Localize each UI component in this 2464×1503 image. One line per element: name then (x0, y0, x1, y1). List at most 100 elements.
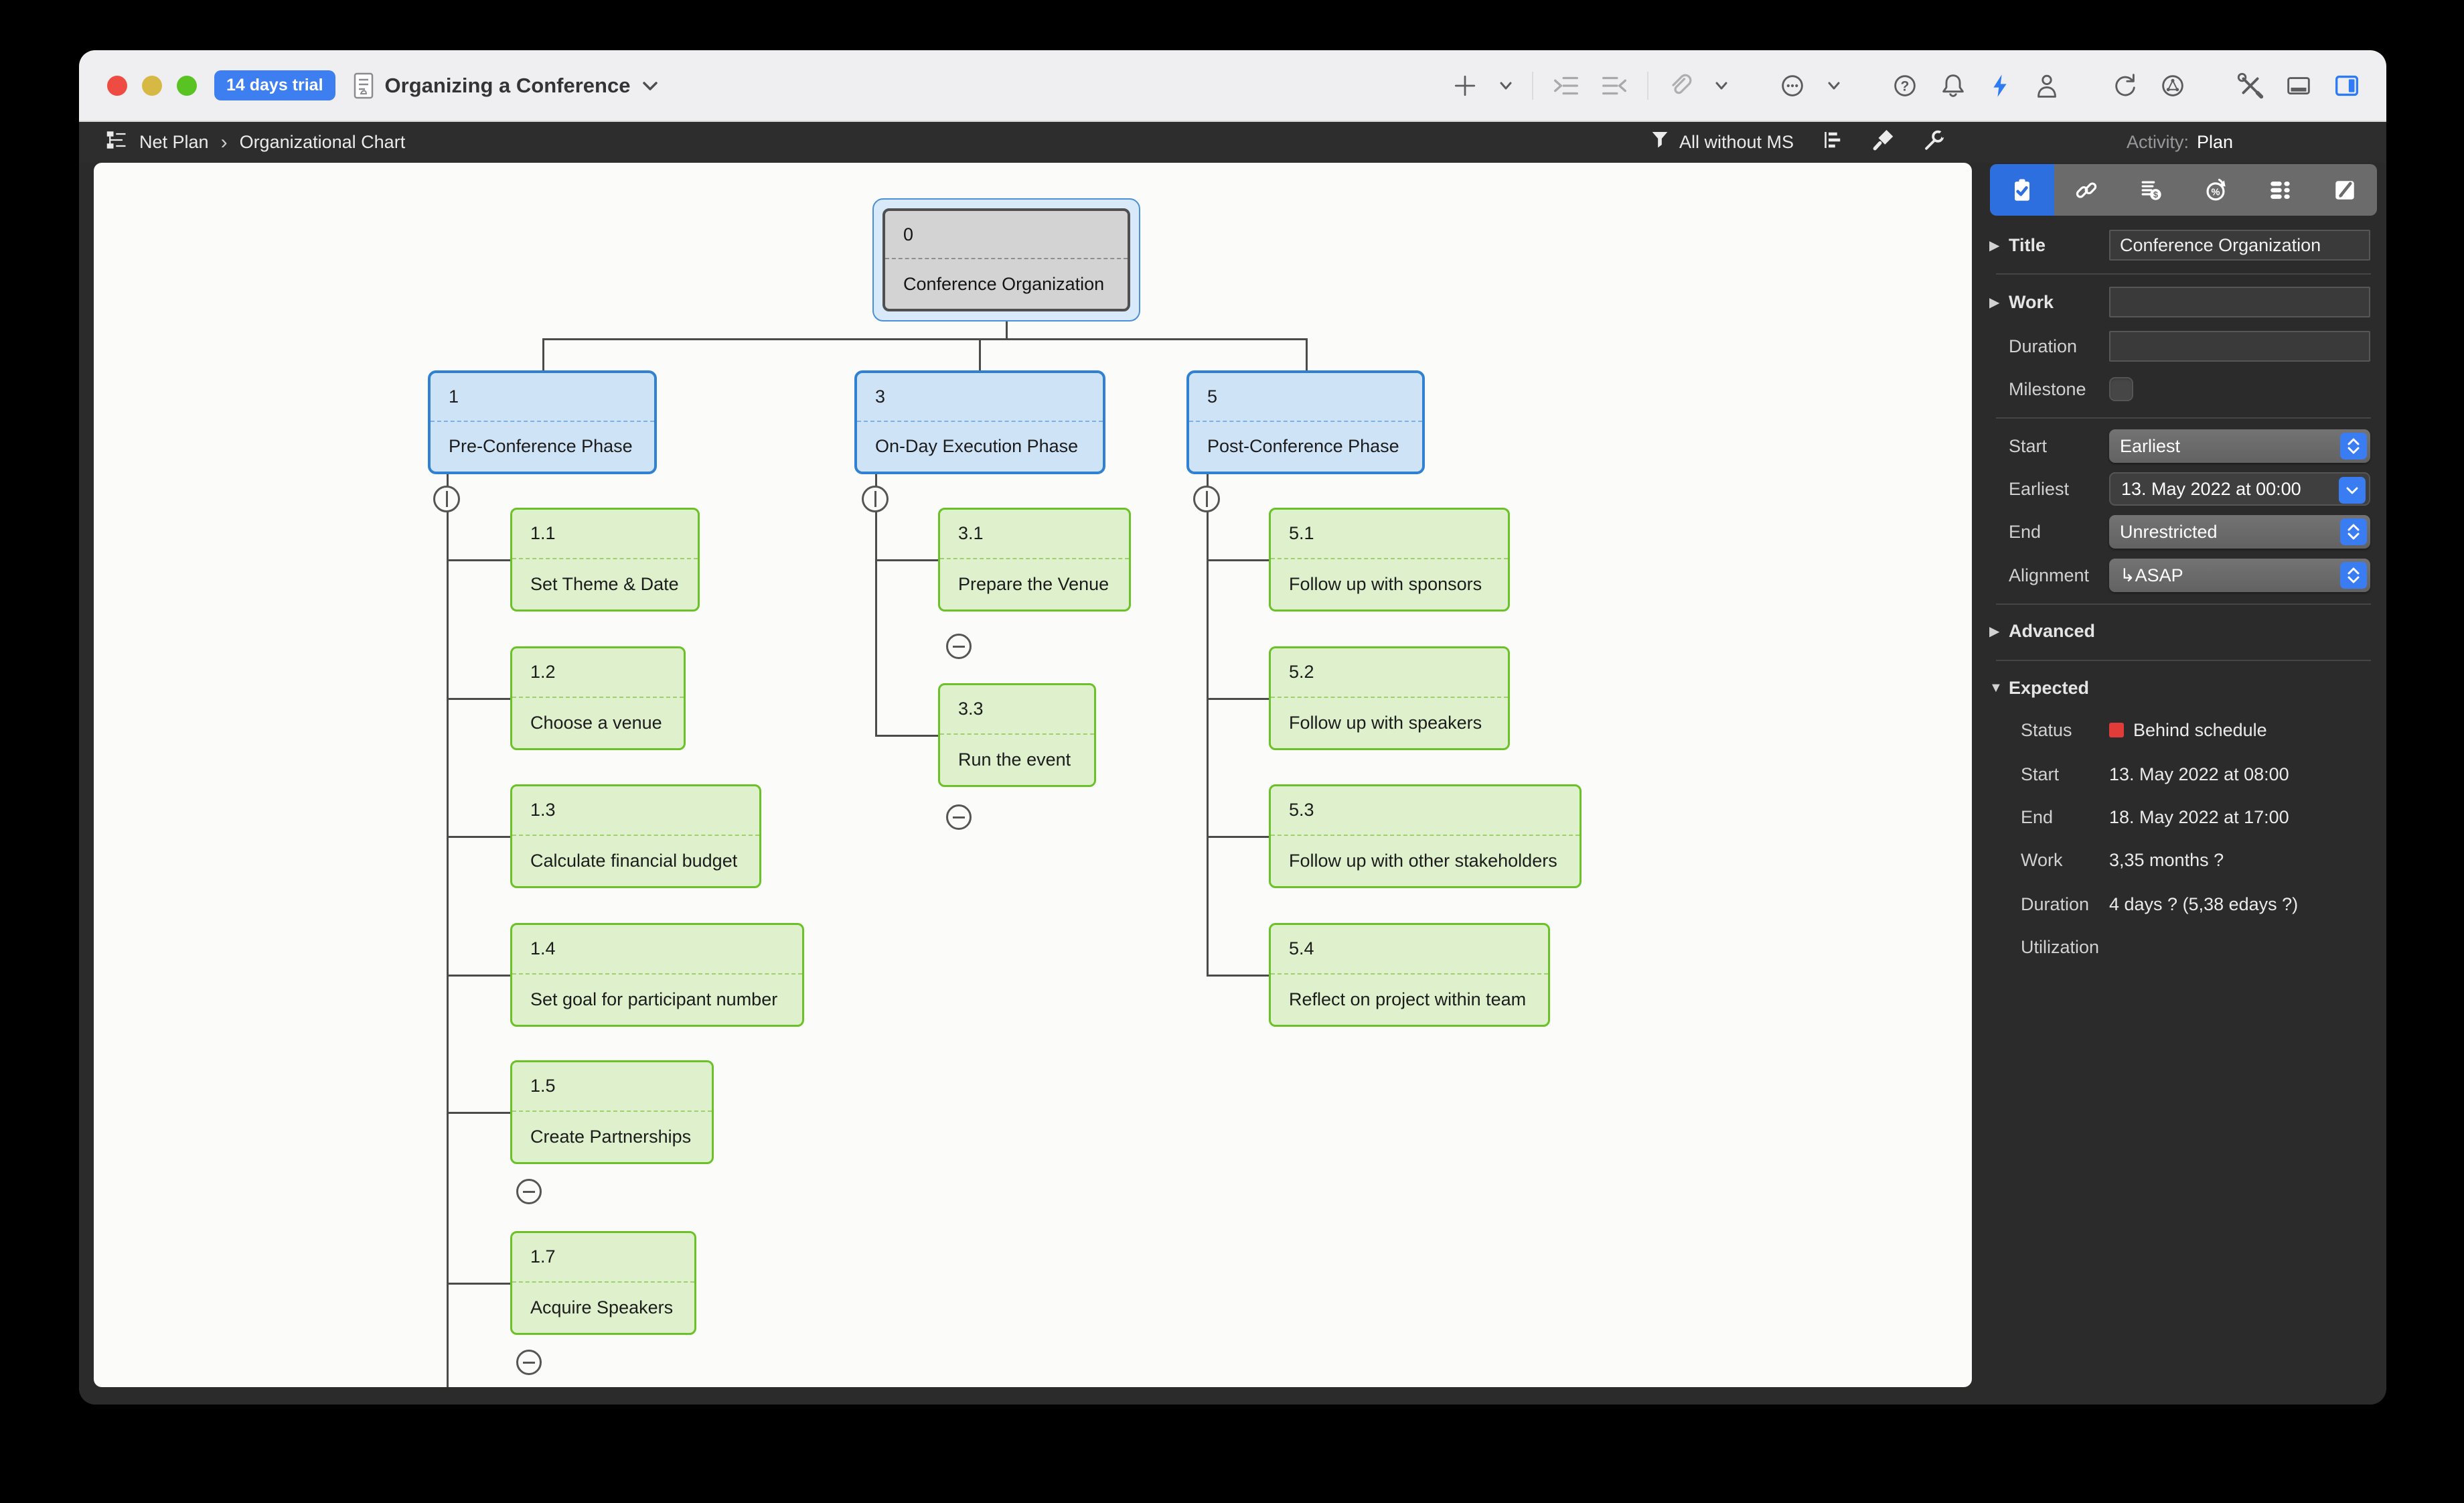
task-node[interactable]: 1.7 Acquire Speakers (510, 1231, 696, 1335)
more-actions-icon[interactable] (1777, 70, 1808, 101)
inspector-row-utilization: Utilization (1972, 931, 2385, 963)
node-title: Acquire Speakers (530, 1297, 674, 1317)
inspector-row-duration: Duration (1972, 330, 2385, 362)
node-number: 0 (885, 211, 1128, 260)
help-icon[interactable]: ? (1890, 70, 1920, 101)
notifications-bell-icon[interactable] (1938, 70, 1969, 101)
alignment-dropdown[interactable]: ↳ASAP (2109, 559, 2370, 592)
document-menu-chevron-icon[interactable] (639, 75, 661, 96)
phase-node[interactable]: 5 Post-Conference Phase (1186, 370, 1425, 474)
task-node[interactable]: 3.1 Prepare the Venue (938, 508, 1131, 612)
settings-wrench-icon[interactable] (1922, 128, 1946, 157)
flash-icon[interactable] (1986, 72, 2014, 100)
expected-end-value: 18. May 2022 at 17:00 (2109, 806, 2289, 827)
activity-value: Plan (2196, 132, 2234, 152)
phase-node[interactable]: 1 Pre-Conference Phase (428, 370, 657, 474)
sync-icon[interactable] (2109, 70, 2140, 101)
node-number: 1.7 (512, 1233, 694, 1283)
attachment-chevron-icon[interactable] (1713, 77, 1730, 94)
task-node[interactable]: 1.4 Set goal for participant number (510, 923, 804, 1027)
stepper-icon[interactable] (2340, 433, 2367, 459)
earliest-date-dropdown[interactable]: 13. May 2022 at 00:00 (2109, 472, 2370, 506)
org-chart-canvas[interactable]: 0 Conference Organization 1 Pre-Conferen… (94, 163, 1972, 1387)
panel-bottom-icon[interactable] (2283, 70, 2314, 101)
selection-highlight: 0 Conference Organization (872, 198, 1140, 321)
outdent-icon[interactable] (1599, 70, 1630, 101)
end-dropdown[interactable]: Unrestricted (2109, 515, 2370, 549)
connector-line (542, 338, 1308, 340)
task-node[interactable]: 5.4 Reflect on project within team (1269, 923, 1550, 1027)
user-icon[interactable] (2031, 70, 2062, 101)
canvas-frame: 0 Conference Organization 1 Pre-Conferen… (79, 163, 1972, 1405)
node-number: 1.1 (512, 510, 698, 559)
node-number: 1 (431, 373, 654, 422)
tab-resources[interactable] (2248, 164, 2312, 216)
zoom-window-button[interactable] (177, 75, 197, 96)
minimize-window-button[interactable] (142, 75, 162, 96)
attachment-icon[interactable] (1666, 71, 1695, 100)
task-node[interactable]: 1.5 Create Partnerships (510, 1060, 714, 1164)
node-title: Create Partnerships (530, 1126, 692, 1147)
stepper-icon[interactable] (2340, 562, 2367, 589)
expected-work-label: Work (2021, 849, 2063, 870)
collapse-toggle-icon[interactable] (516, 1179, 542, 1204)
task-node[interactable]: 1.1 Set Theme & Date (510, 508, 700, 612)
app-window: 14 days trial Organizing a Conference ? (79, 50, 2386, 1405)
stepper-icon[interactable] (2340, 518, 2367, 545)
collapse-toggle-icon[interactable] (946, 804, 972, 830)
task-node[interactable]: 5.1 Follow up with sponsors (1269, 508, 1510, 612)
connector-line (875, 474, 877, 736)
network-icon[interactable] (2157, 70, 2188, 101)
task-node[interactable]: 1.2 Choose a venue (510, 646, 686, 750)
title-input[interactable]: Conference Organization (2109, 230, 2370, 261)
tab-links[interactable] (2054, 164, 2119, 216)
indent-icon[interactable] (1551, 70, 1582, 101)
collapse-toggle-icon[interactable] (516, 1350, 542, 1375)
disclosure-icon[interactable]: ▶ (1989, 624, 2000, 639)
divider (1996, 660, 2371, 661)
milestone-checkbox[interactable] (2109, 377, 2133, 401)
connector-line (447, 698, 510, 700)
task-node[interactable]: 1.3 Calculate financial budget (510, 784, 761, 888)
format-brush-icon[interactable] (1871, 128, 1896, 157)
task-node[interactable]: 3.3 Run the event (938, 683, 1096, 787)
filter-control[interactable]: All without MS (1648, 129, 1794, 156)
close-window-button[interactable] (107, 75, 127, 96)
breadcrumb-root[interactable]: Net Plan (139, 132, 209, 152)
breadcrumb[interactable]: Net Plan › Organizational Chart (104, 128, 405, 157)
node-title: Prepare the Venue (958, 573, 1109, 594)
work-input[interactable] (2109, 287, 2370, 317)
panel-right-icon[interactable] (2331, 70, 2362, 101)
tools-icon[interactable] (2235, 70, 2266, 101)
disclosure-icon[interactable]: ▶ (1989, 238, 2000, 253)
add-icon[interactable] (1450, 71, 1480, 100)
tab-finance[interactable]: $ (2119, 164, 2183, 216)
node-number: 5.4 (1271, 925, 1548, 975)
disclosure-icon[interactable]: ▶ (1989, 295, 2000, 310)
branch-toggle-icon[interactable] (433, 486, 460, 512)
tab-notes[interactable] (2313, 164, 2377, 216)
activity-label: Activity: (2126, 132, 2189, 152)
divider (1996, 417, 2371, 419)
tab-plan[interactable] (1990, 164, 2055, 216)
duration-input[interactable] (2109, 331, 2370, 362)
tab-utilization[interactable]: % (2183, 164, 2248, 216)
more-actions-chevron-icon[interactable] (1825, 77, 1843, 94)
phase-node[interactable]: 3 On-Day Execution Phase (854, 370, 1105, 474)
task-node[interactable]: 5.2 Follow up with speakers (1269, 646, 1510, 750)
chevron-down-icon[interactable] (2339, 477, 2366, 504)
trial-badge[interactable]: 14 days trial (214, 70, 335, 100)
task-node[interactable]: 5.3 Follow up with other stakeholders (1269, 784, 1582, 888)
inspector-row-expected-end: End 18. May 2022 at 17:00 (1972, 801, 2385, 833)
collapse-toggle-icon[interactable] (946, 634, 972, 659)
toolbar-separator (1532, 71, 1533, 100)
branch-toggle-icon[interactable] (862, 486, 889, 512)
start-dropdown[interactable]: Earliest (2109, 429, 2370, 463)
breadcrumb-current[interactable]: Organizational Chart (239, 132, 406, 152)
node-title: Reflect on project within team (1289, 989, 1527, 1009)
root-node[interactable]: 0 Conference Organization (882, 208, 1130, 311)
outline-view-icon[interactable] (1821, 128, 1845, 157)
disclosure-icon[interactable]: ▼ (1989, 680, 2003, 695)
branch-toggle-icon[interactable] (1193, 486, 1220, 512)
add-options-chevron-icon[interactable] (1497, 77, 1515, 94)
